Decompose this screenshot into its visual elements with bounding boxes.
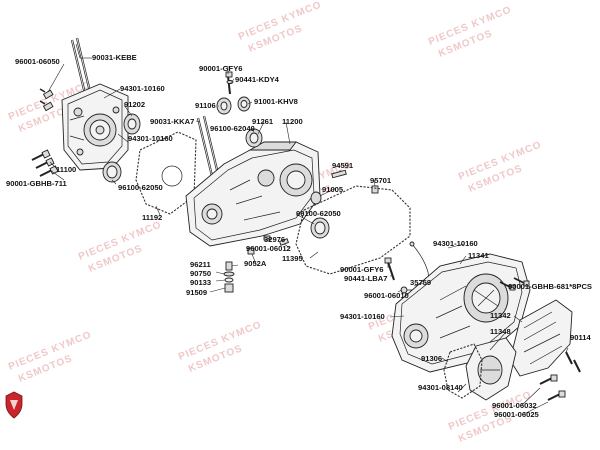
part-label: 94591 xyxy=(332,161,354,170)
part-label: 90441-LBA7 xyxy=(344,274,387,283)
part-label: 96001-06010 xyxy=(364,291,409,300)
part-label: 90114 xyxy=(570,333,591,342)
part-label: 91261 xyxy=(252,117,274,126)
part-label: 90001-GFY6 xyxy=(340,265,383,274)
part-label: 94301-10160 xyxy=(340,312,385,321)
part-label: 90750 xyxy=(190,269,211,278)
bolts-96001-06050 xyxy=(39,88,54,112)
seal-91202 xyxy=(123,113,141,135)
bolts-gbhb-711 xyxy=(31,149,59,177)
seal-91001-khv8 xyxy=(237,96,251,112)
gasket-91306 xyxy=(443,343,483,399)
part-label: 94301-08140 xyxy=(418,383,463,392)
part-label: 11348 xyxy=(490,327,511,336)
part-label: 91509 xyxy=(186,288,207,297)
part-label: 11200 xyxy=(282,117,303,126)
right-crankcase-11200 xyxy=(185,141,321,247)
part-label: 11342 xyxy=(490,311,511,320)
part-label: 32976 xyxy=(264,235,285,244)
seal-91005 xyxy=(310,191,322,205)
part-label: 9052A xyxy=(244,259,267,268)
part-label: 90001-GBHB-681*8PCS xyxy=(508,282,592,291)
part-label: 90133 xyxy=(190,278,211,287)
pin-94591 xyxy=(331,169,347,179)
part-label: 96001-06025 xyxy=(494,410,540,419)
long-bolts-kka7 xyxy=(196,115,220,177)
part-label: 94301-10160 xyxy=(120,84,165,93)
bolt-90114 xyxy=(565,351,581,373)
small-parts-middle xyxy=(247,235,290,255)
part-label: 91202 xyxy=(124,100,145,109)
part-label: 90001-GBHB-711 xyxy=(6,179,68,188)
part-label: 94301-10160 xyxy=(433,239,478,248)
leader-lines xyxy=(47,43,569,415)
part-95701 xyxy=(371,185,379,194)
part-label: 96211 xyxy=(190,260,211,269)
part-label: 90001-GFY6 xyxy=(199,64,242,73)
left-crankcase-11100 xyxy=(61,83,129,171)
part-label: 90031-KEBE xyxy=(92,53,137,62)
cover-11348 xyxy=(465,337,517,401)
part-label: 91106 xyxy=(195,101,216,110)
part-label: 96001-06012 xyxy=(246,244,291,253)
kymco-shield-logo-icon xyxy=(5,391,23,419)
drain-plug-stack xyxy=(223,261,235,293)
part-label: 91306 xyxy=(421,354,442,363)
gasket-11395 xyxy=(295,185,411,275)
part-label: 95701 xyxy=(370,176,392,185)
bolt-gfy6-top xyxy=(225,71,234,95)
gasket-11192 xyxy=(135,131,197,215)
part-label: 90441-KDY4 xyxy=(235,75,280,84)
seal-91106 xyxy=(216,97,232,115)
bearing-96100-62050-left xyxy=(102,161,122,183)
part-label: 96100-62040 xyxy=(210,124,255,133)
bolts-bottom xyxy=(539,374,566,401)
part-label: 11100 xyxy=(56,165,76,174)
part-label: 91001-KHV8 xyxy=(254,97,298,106)
part-label: 96001-06050 xyxy=(15,57,60,66)
bearing-96100-62050-right xyxy=(310,217,330,239)
part-label: 91005 xyxy=(322,185,344,194)
long-bolts-kebe xyxy=(70,37,93,99)
part-label: 35759 xyxy=(410,278,431,287)
part-label: 94301-10160 xyxy=(128,134,173,143)
part-label: 90031-KKA7 xyxy=(150,117,194,126)
part-label: 96100-62050 xyxy=(118,183,163,192)
part-label: 96100-62050 xyxy=(296,209,341,218)
part-labels: 90031-KEBE 96001-06050 94301-10160 91202… xyxy=(6,53,592,419)
part-label: 11395 xyxy=(282,254,303,263)
part-label: 11341 xyxy=(468,251,489,260)
part-label: 96001-06032 xyxy=(492,401,537,410)
part-label: 11192 xyxy=(142,213,162,222)
